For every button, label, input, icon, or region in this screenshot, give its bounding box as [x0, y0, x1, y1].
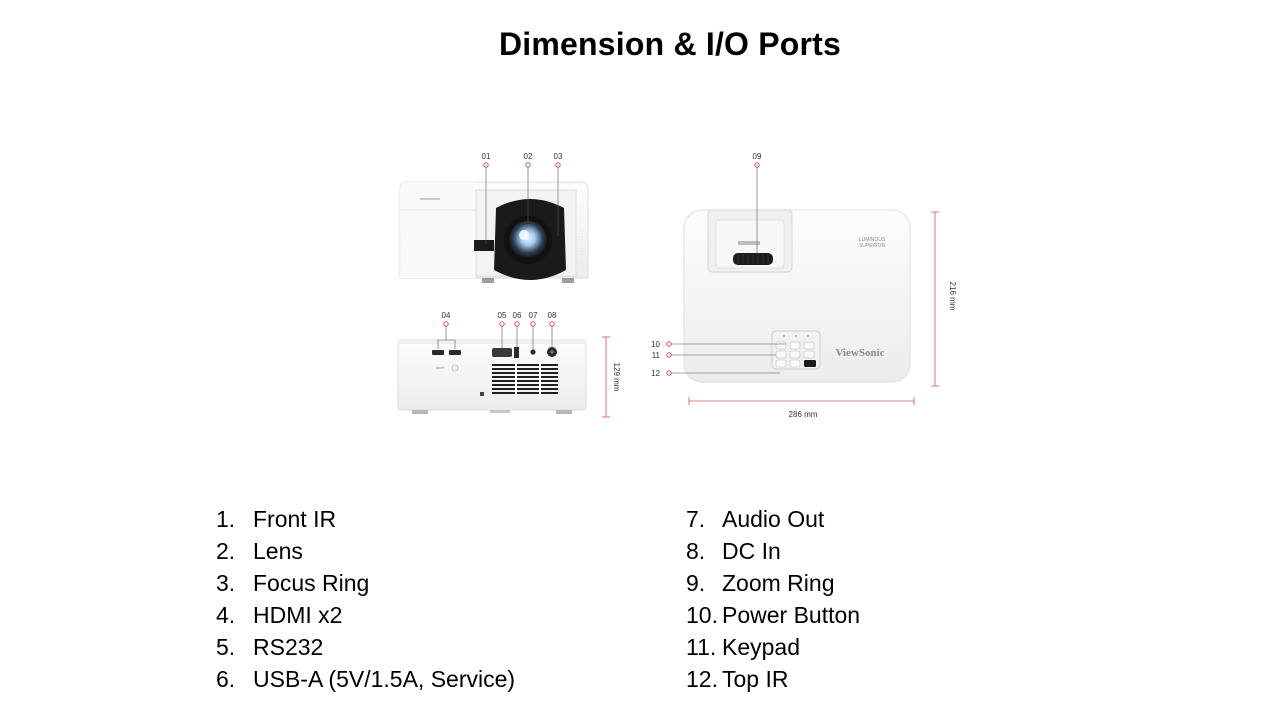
- callout-08: 08: [548, 311, 557, 320]
- list-item-label: USB-A (5V/1.5A, Service): [253, 666, 516, 692]
- list-item-label: Top IR: [722, 666, 789, 692]
- usb-port-icon: [514, 347, 519, 358]
- list-item-number: 6.: [216, 666, 236, 692]
- top-badge-line-2: SUPERIOR: [859, 243, 886, 249]
- list-item-number: 8.: [686, 538, 706, 564]
- list-item-number: 1.: [216, 506, 236, 532]
- page-title: Dimension & I/O Ports: [498, 26, 842, 62]
- list-item-label: HDMI x2: [253, 602, 343, 628]
- list-item-label: Front IR: [253, 506, 337, 532]
- callout-04: 04: [442, 311, 451, 320]
- list-item-number: 3.: [216, 570, 236, 596]
- list-item-number: 11.: [686, 634, 717, 660]
- list-item-label: Focus Ring: [253, 570, 370, 596]
- height-dimension: 129 mm: [612, 363, 621, 392]
- rs232-port-icon: [492, 348, 512, 357]
- callout-10: 10: [651, 340, 660, 349]
- list-item-number: 7.: [686, 506, 706, 532]
- keypad-icon: [771, 330, 821, 370]
- list-item-number: 10.: [686, 602, 718, 628]
- list-item-label: Zoom Ring: [722, 570, 835, 596]
- list-item-label: DC In: [722, 538, 781, 564]
- hdmi-port-icon: [432, 350, 444, 355]
- callout-11: 11: [652, 351, 661, 360]
- callout-05: 05: [498, 311, 507, 320]
- width-dimension-line: [688, 397, 915, 405]
- projector-diagram: 01 02 03 label: [397, 152, 957, 419]
- callout-07: 07: [529, 311, 538, 320]
- front-callouts: [483, 162, 561, 244]
- height-dimension-line: [602, 336, 610, 418]
- list-item-number: 4.: [216, 602, 236, 628]
- top-callouts: [666, 162, 786, 376]
- rear-callouts: [437, 321, 555, 349]
- rear-view: label: [397, 339, 587, 414]
- front-ir-icon: [474, 240, 494, 251]
- callout-03: 03: [554, 152, 563, 161]
- vent-grille: [492, 362, 558, 396]
- audio-out-icon: [530, 349, 536, 355]
- list-item-label: Audio Out: [722, 506, 825, 532]
- list-item-number: 12.: [686, 666, 718, 692]
- callout-01: 01: [482, 152, 491, 161]
- list-item-number: 2.: [216, 538, 236, 564]
- callout-06: 06: [513, 311, 522, 320]
- viewsonic-logo: ViewSonic: [835, 347, 884, 359]
- list-item-label: RS232: [253, 634, 324, 660]
- top-badge-line-1: LUMINOUS: [859, 237, 886, 243]
- width-dimension: 286 mm: [789, 410, 818, 419]
- list-item-number: 5.: [216, 634, 236, 660]
- list-item-label: Power Button: [722, 602, 861, 628]
- depth-dimension-line: [931, 211, 939, 387]
- depth-dimension: 216 mm: [948, 282, 957, 311]
- front-view: [399, 181, 589, 283]
- svg-text:label: label: [436, 365, 445, 370]
- top-view: LUMINOUS SUPERIOR ViewSonic: [683, 209, 911, 383]
- list-item-label: Lens: [253, 538, 303, 564]
- hdmi-port-icon: [449, 350, 461, 355]
- list-item-number: 9.: [686, 570, 706, 596]
- callout-09: 09: [753, 152, 762, 161]
- callout-02: 02: [524, 152, 533, 161]
- list-item-label: Keypad: [722, 634, 801, 660]
- callout-12: 12: [651, 369, 660, 378]
